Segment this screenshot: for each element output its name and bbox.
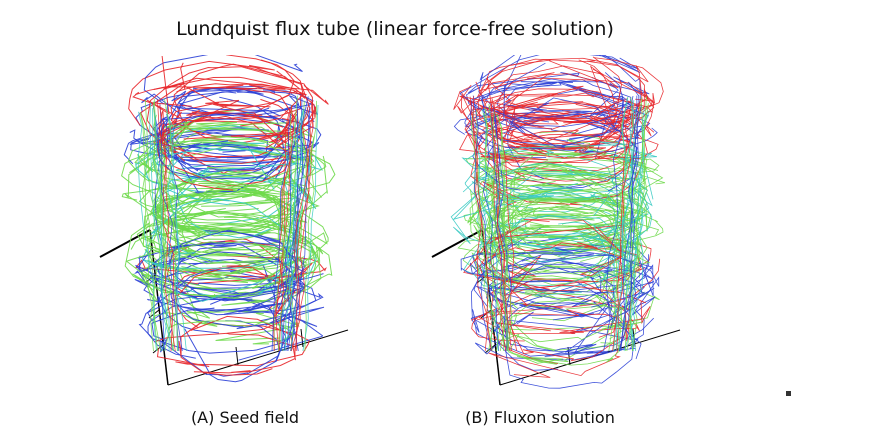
caption-seed-field: (A) Seed field [190,408,300,427]
corner-marker [786,391,791,396]
caption-fluxon-solution: (B) Fluxon solution [465,408,615,427]
panel-seed-field [88,55,398,395]
flux-tube-plot-seed [99,55,349,386]
flux-tube-plot-fluxon [431,55,681,389]
figure-title: Lundquist flux tube (linear force-free s… [176,18,614,40]
field-lines [121,55,336,383]
field-lines [450,55,666,389]
panel-fluxon-solution [420,55,730,395]
